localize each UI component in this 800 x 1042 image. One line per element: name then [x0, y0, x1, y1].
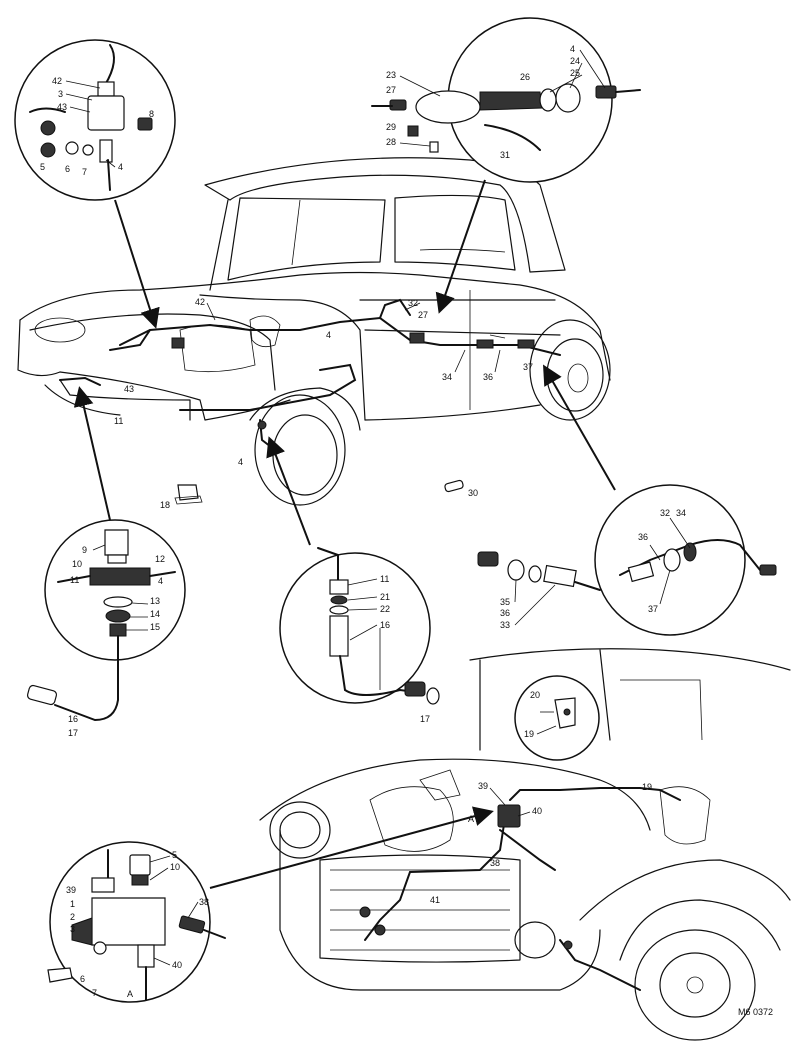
ml-label-9: 9: [82, 545, 87, 555]
detail-circle-bottom-left: 5 10 39 38 1 2 3 6 7 A 40: [47, 806, 494, 1003]
tr-label-23: 23: [386, 70, 396, 80]
mc-label-21: 21: [380, 592, 390, 602]
main-car-callouts: 42 32 27 4 34 36 37 43 11 18 4 30: [114, 297, 533, 510]
bl-label-1: 1: [70, 899, 75, 909]
tr-label-28: 28: [386, 137, 396, 147]
tl-label-6: 6: [65, 164, 70, 174]
inset-label-19: 19: [524, 729, 534, 739]
detail-circle-top-right: 23 27 26 4 24 25 29 28 31: [371, 17, 641, 314]
ml-label-4: 4: [158, 576, 163, 586]
mc-label-22: 22: [380, 604, 390, 614]
fc-label-39: 39: [478, 781, 488, 791]
bl-label-7: 7: [92, 988, 97, 998]
fc-label-38: 38: [490, 858, 500, 868]
front-car-brake-pipes: 39 A 40 38 19 41: [359, 781, 681, 991]
ml-label-12: 12: [155, 554, 165, 564]
bl-label-5: 5: [172, 850, 177, 860]
tl-label-8: 8: [149, 109, 154, 119]
tr-label-27: 27: [386, 85, 396, 95]
mr-label-35: 35: [500, 597, 510, 607]
figure-code: M6 0372: [738, 1007, 773, 1017]
inset-label-20: 20: [530, 690, 540, 700]
fc-label-A: A: [468, 814, 474, 824]
detail-circle-top-left: 42 3 43 8 5 6 7 4: [14, 39, 176, 329]
ml-label-14: 14: [150, 609, 160, 619]
tr-label-26: 26: [520, 72, 530, 82]
label-43: 43: [124, 384, 134, 394]
ml-label-10: 10: [72, 559, 82, 569]
bl-label-2: 2: [70, 912, 75, 922]
label-27: 27: [418, 310, 428, 320]
fc-label-40: 40: [532, 806, 542, 816]
bl-label-39: 39: [66, 885, 76, 895]
label-42: 42: [195, 297, 205, 307]
ml-label-11: 11: [70, 575, 79, 585]
bl-label-A: A: [127, 989, 133, 999]
bl-label-38: 38: [199, 897, 209, 907]
tl-label-43: 43: [57, 102, 67, 112]
mc-label-16: 16: [380, 620, 390, 630]
label-34: 34: [442, 372, 452, 382]
clip-part-18: [174, 484, 203, 505]
tl-label-3: 3: [58, 89, 63, 99]
ml-label-15: 15: [150, 622, 160, 632]
detail-circle-mid-center: 11 21 22 16 17: [266, 436, 440, 724]
fc-label-41: 41: [430, 895, 440, 905]
mc-label-17: 17: [420, 714, 430, 724]
ml-label-13: 13: [150, 596, 160, 606]
label-36: 36: [483, 372, 493, 382]
front-car-illustration: [259, 648, 791, 1041]
label-11: 11: [114, 416, 123, 426]
label-18: 18: [160, 500, 170, 510]
bl-label-6: 6: [80, 974, 85, 984]
car-body-illustration: [17, 157, 611, 506]
tr-label-25: 25: [570, 68, 580, 78]
tl-label-4: 4: [118, 162, 123, 172]
ml-label-16: 16: [68, 714, 78, 724]
mr-label-37: 37: [648, 604, 658, 614]
tl-label-42: 42: [52, 76, 62, 86]
tr-label-4: 4: [570, 44, 575, 54]
fc-label-19: 19: [642, 782, 652, 792]
label-37: 37: [523, 362, 533, 372]
tr-label-31: 31: [500, 150, 510, 160]
mc-label-11: 11: [380, 574, 389, 584]
tr-label-29: 29: [386, 122, 396, 132]
mr-label-34: 34: [676, 508, 686, 518]
label-4b: 4: [238, 457, 243, 467]
bl-label-10: 10: [170, 862, 180, 872]
detail-small-inset: 20 19: [514, 675, 600, 761]
mr-label-36: 36: [638, 532, 648, 542]
detail-circle-mid-right: 32 34 36 37 35 36 33: [477, 364, 777, 636]
sleeve-part-30: [444, 479, 464, 493]
tl-label-7: 7: [82, 167, 87, 177]
label-32: 32: [408, 298, 418, 308]
bl-label-40: 40: [172, 960, 182, 970]
mr-label-32: 32: [660, 508, 670, 518]
bl-label-3: 3: [70, 924, 75, 934]
tr-label-24: 24: [570, 56, 580, 66]
tl-label-5: 5: [40, 162, 45, 172]
mr-label-36b: 36: [500, 608, 510, 618]
detail-circle-mid-left: 9 10 12 11 4 13 14 15 16 17: [26, 386, 186, 738]
mr-label-33: 33: [500, 620, 510, 630]
label-4: 4: [326, 330, 331, 340]
label-30: 30: [468, 488, 478, 498]
ml-label-17: 17: [68, 728, 78, 738]
